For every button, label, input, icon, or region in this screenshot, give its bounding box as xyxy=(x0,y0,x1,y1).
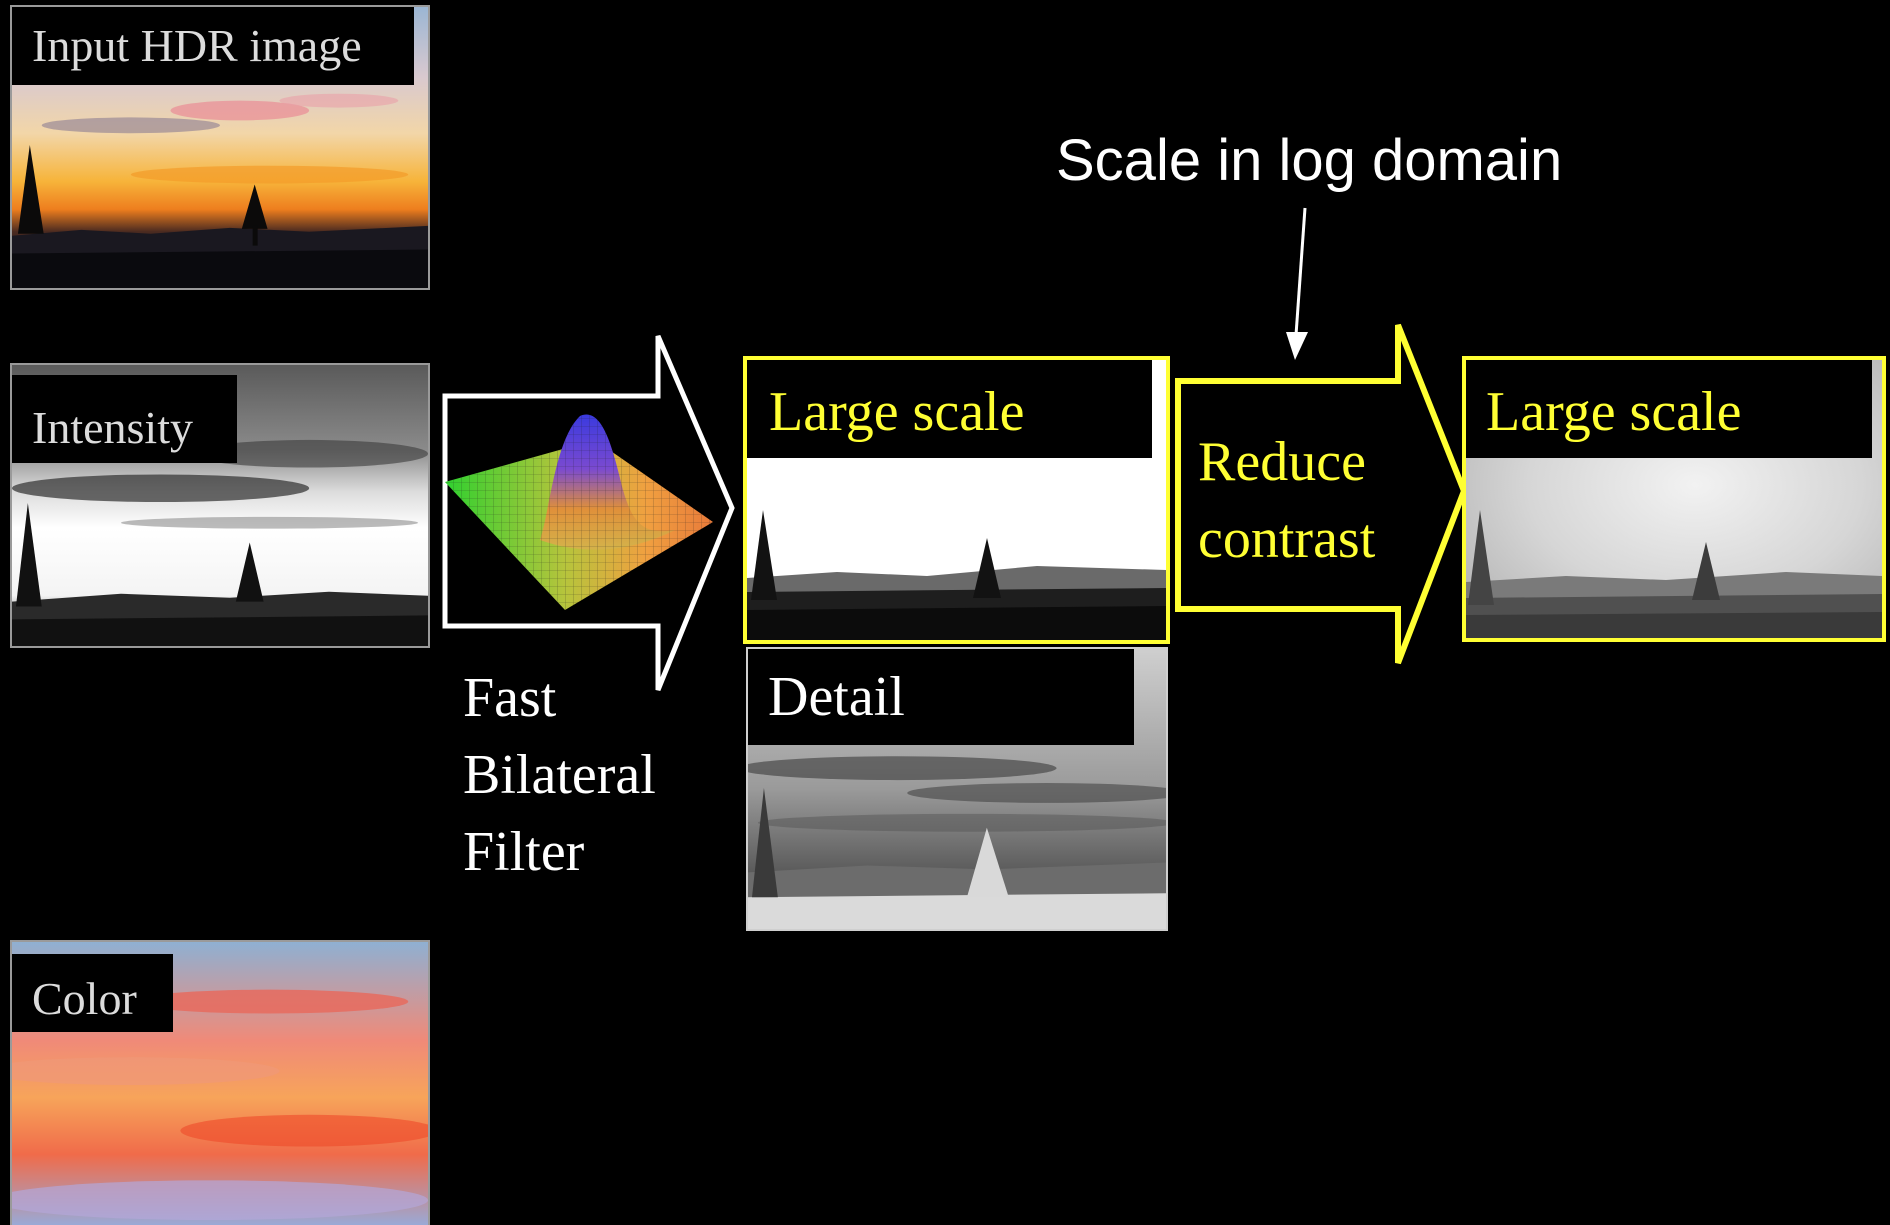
reduce-contrast-line1: Reduce xyxy=(1198,431,1366,493)
filter-label-line3: Filter xyxy=(463,821,585,883)
input-hdr-label: Input HDR image xyxy=(12,7,414,85)
reduce-contrast-arrow xyxy=(1175,323,1468,665)
large-scale-output-panel: Large scale xyxy=(1462,356,1886,642)
color-panel: Color xyxy=(10,940,430,1225)
color-label: Color xyxy=(12,954,173,1032)
filter-label: Fast Bilateral Filter xyxy=(463,660,703,891)
detail-panel: Detail xyxy=(746,647,1168,931)
reduce-contrast-label: Reduce contrast xyxy=(1198,424,1448,578)
intensity-label: Intensity xyxy=(12,375,237,463)
filter-label-line1: Fast xyxy=(463,667,557,729)
gaussian-kernel-icon xyxy=(445,414,713,610)
large-scale-panel: Large scale xyxy=(743,356,1170,644)
annotation-pointer-arrow xyxy=(1286,207,1308,360)
filter-label-line2: Bilateral xyxy=(463,744,656,806)
intensity-panel: Intensity xyxy=(10,363,430,648)
scale-annotation: Scale in log domain xyxy=(1056,128,1563,193)
reduce-contrast-line2: contrast xyxy=(1198,508,1376,570)
large-scale-label: Large scale xyxy=(747,360,1152,458)
detail-label: Detail xyxy=(748,649,1134,745)
input-hdr-panel: Input HDR image xyxy=(10,5,430,290)
large-scale-output-label: Large scale xyxy=(1466,360,1872,458)
